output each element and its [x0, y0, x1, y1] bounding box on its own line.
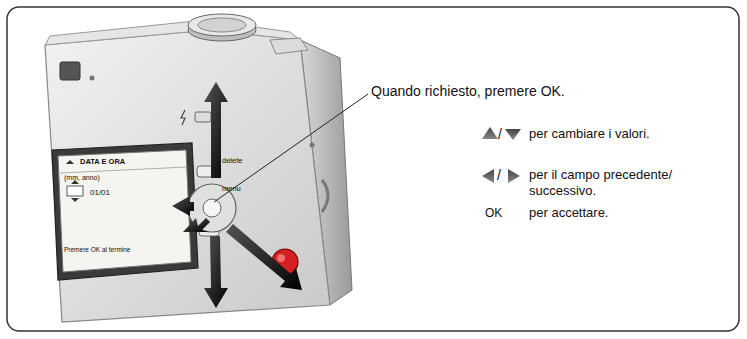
frame — [7, 7, 739, 331]
direction-arrows — [172, 82, 302, 308]
key-separator: / — [498, 126, 502, 143]
screen-text: Premere OK al termine — [64, 246, 130, 254]
screen-value: 01/01 — [90, 188, 110, 198]
screen-title: DATA E ORA — [80, 157, 125, 166]
lcd-screen — [58, 150, 191, 272]
ok-button — [203, 199, 221, 217]
camera-back — [45, 30, 330, 322]
key-separator: / — [497, 167, 501, 184]
key-text: per cambiare i valori. — [529, 126, 650, 142]
key-text: per accettare. — [529, 205, 609, 221]
key-text: per il campo precedente/ successivo. — [529, 167, 704, 198]
button-label: delete — [222, 156, 242, 165]
leader-line — [214, 94, 368, 202]
lcd-bezel — [52, 143, 198, 280]
button-label: menu — [222, 184, 241, 193]
key-icons — [482, 127, 521, 183]
screen-text: (mm, anno) — [64, 174, 100, 182]
callout-text: Quando richiesto, premere OK. — [371, 83, 565, 100]
camera-top — [45, 20, 300, 45]
key-ok: OK — [485, 206, 502, 220]
